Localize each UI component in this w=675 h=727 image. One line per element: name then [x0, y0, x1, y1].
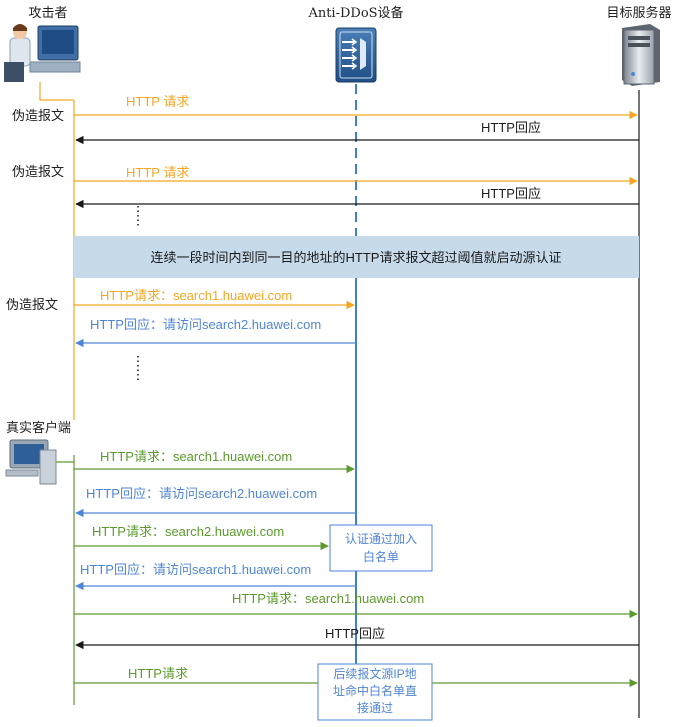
label-m12: HTTP回应 [325, 626, 385, 641]
followup-note-line1: 后续报文源IP地 [333, 666, 416, 681]
whitelist-note-box [329, 524, 433, 572]
forge-label-3: 伪造报文 [6, 298, 58, 313]
label-m6: HTTP回应：请访问search2.huawei.com [90, 317, 321, 332]
forge-label-2: 伪造报文 [12, 165, 64, 180]
followup-note-box [317, 663, 433, 721]
server-title: 目标服务器 [606, 5, 671, 21]
label-m2: HTTP回应 [481, 120, 541, 135]
label-m4: HTTP回应 [481, 186, 541, 201]
label-m3: HTTP 请求 [126, 165, 189, 180]
label-m11: HTTP请求：search1.huawei.com [232, 591, 424, 606]
label-m9: HTTP请求：search2.huawei.com [92, 524, 284, 539]
label-m5: HTTP请求：search1.huawei.com [100, 288, 292, 303]
server-tower-icon [622, 24, 660, 86]
label-m7: HTTP请求：search1.huawei.com [100, 449, 292, 464]
whitelist-note-line2: 白名单 [363, 549, 399, 564]
followup-note-line2: 址命中白名单直 [333, 683, 417, 698]
client-title: 真实客户端 [6, 420, 71, 436]
anti-ddos-device-icon [335, 27, 377, 83]
attacker-computer-icon [4, 24, 81, 82]
attacker-title: 攻击者 [28, 6, 67, 21]
label-m8: HTTP回应：请访问search2.huawei.com [86, 486, 317, 501]
label-m1: HTTP 请求 [126, 94, 189, 109]
followup-note-line3: 接通过 [357, 700, 393, 715]
forge-label-1: 伪造报文 [12, 109, 64, 124]
attacker-connector [39, 82, 74, 101]
label-m10: HTTP回应：请访问search1.huawei.com [80, 562, 311, 577]
label-m13: HTTP请求 [128, 666, 188, 681]
whitelist-note-line1: 认证通过加入 [345, 532, 417, 546]
threshold-banner [74, 236, 639, 278]
device-title: Anti-DDoS设备 [307, 5, 403, 21]
banner-text: 连续一段时间内到同一目的地址的HTTP请求报文超过阈值就启动源认证 [151, 250, 562, 265]
client-computer-icon [5, 439, 57, 485]
